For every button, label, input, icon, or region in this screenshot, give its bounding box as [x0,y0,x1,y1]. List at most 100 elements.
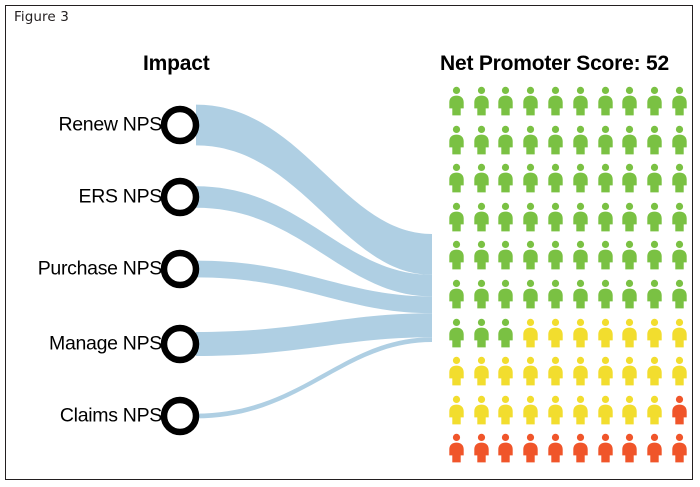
pictogram-promoter-icon [494,202,519,241]
pictogram-promoter-icon [667,125,692,164]
pictogram-promoter-icon [593,86,618,125]
pictogram-promoter-icon [444,125,469,164]
pictogram-promoter-icon [444,202,469,241]
pictogram-passive-icon [543,356,568,395]
pictogram-promoter-icon [518,279,543,318]
pictogram-promoter-icon [618,240,643,279]
pictogram-passive-icon [568,395,593,434]
pictogram-promoter-icon [667,163,692,202]
pictogram-promoter-icon [667,202,692,241]
pictogram-promoter-icon [593,279,618,318]
pictogram-promoter-icon [642,240,667,279]
pictogram-passive-icon [494,356,519,395]
pictogram-promoter-icon [618,163,643,202]
pictogram-promoter-icon [518,125,543,164]
sankey-flow-ers-nps[interactable] [196,186,432,297]
pictogram-passive-icon [518,318,543,357]
pictogram-promoter-icon [518,163,543,202]
pictogram-detractor-icon [543,433,568,472]
impact-heading: Impact [143,52,210,75]
pictogram-promoter-icon [593,240,618,279]
pictogram-promoter-icon [568,125,593,164]
sankey-flow-group [196,104,432,419]
pictogram-detractor-icon [469,433,494,472]
pictogram-promoter-icon [667,86,692,125]
pictogram-passive-icon [593,356,618,395]
pictogram-promoter-icon [543,202,568,241]
pictogram-promoter-icon [593,125,618,164]
pictogram-promoter-icon [618,86,643,125]
pictogram-promoter-icon [469,279,494,318]
pictogram-promoter-icon [543,163,568,202]
pictogram-detractor-icon [518,433,543,472]
pictogram-passive-icon [642,356,667,395]
pictogram-grid [444,86,692,472]
pictogram-promoter-icon [618,202,643,241]
sankey-node-purchase-nps[interactable] [160,249,200,289]
pictogram-promoter-icon [469,125,494,164]
pictogram-promoter-icon [593,163,618,202]
sankey-flow-purchase-nps[interactable] [196,260,432,314]
pictogram-promoter-icon [543,279,568,318]
pictogram-promoter-icon [593,202,618,241]
pictogram-promoter-icon [494,279,519,318]
pictogram-promoter-icon [642,86,667,125]
pictogram-passive-icon [543,395,568,434]
pictogram-detractor-icon [593,433,618,472]
pictogram-passive-icon [444,395,469,434]
pictogram-passive-icon [469,395,494,434]
pictogram-passive-icon [444,356,469,395]
pictogram-passive-icon [593,395,618,434]
pictogram-promoter-icon [568,163,593,202]
pictogram-passive-icon [618,318,643,357]
pictogram-promoter-icon [469,163,494,202]
pictogram-promoter-icon [518,86,543,125]
pictogram-detractor-icon [642,433,667,472]
pictogram-promoter-icon [618,279,643,318]
pictogram-passive-icon [568,356,593,395]
pictogram-passive-icon [568,318,593,357]
pictogram-promoter-icon [444,279,469,318]
sankey-node-renew-nps[interactable] [160,105,200,145]
pictogram-promoter-icon [444,240,469,279]
node-label-purchase-nps: Purchase NPS [37,257,163,280]
pictogram-promoter-icon [642,279,667,318]
sankey-node-ers-nps[interactable] [160,177,200,217]
sankey-node-claims-nps[interactable] [160,396,200,436]
node-label-claims-nps: Claims NPS [59,404,162,427]
pictogram-promoter-icon [444,86,469,125]
node-label-renew-nps: Renew NPS [58,113,162,136]
pictogram-detractor-icon [667,395,692,434]
pictogram-detractor-icon [494,433,519,472]
pictogram-promoter-icon [518,240,543,279]
pictogram-promoter-icon [568,202,593,241]
sankey-node-manage-nps[interactable] [160,324,200,364]
pictogram-promoter-icon [543,125,568,164]
sankey-node-group [160,105,200,436]
pictogram-passive-icon [642,395,667,434]
pictogram-promoter-icon [469,86,494,125]
net-promoter-score-heading: Net Promoter Score: 52 [440,52,670,75]
pictogram-promoter-icon [642,202,667,241]
pictogram-promoter-icon [568,240,593,279]
pictogram-passive-icon [593,318,618,357]
pictogram-promoter-icon [568,86,593,125]
pictogram-passive-icon [618,356,643,395]
pictogram-detractor-icon [618,433,643,472]
pictogram-passive-icon [618,395,643,434]
sankey-flow-renew-nps[interactable] [196,104,432,275]
pictogram-promoter-icon [494,86,519,125]
pictogram-promoter-icon [667,279,692,318]
pictogram-promoter-icon [469,318,494,357]
pictogram-promoter-icon [543,240,568,279]
pictogram-promoter-icon [642,163,667,202]
pictogram-promoter-icon [518,202,543,241]
figure-caption: Figure 3 [14,9,69,25]
pictogram-passive-icon [642,318,667,357]
pictogram-promoter-icon [494,318,519,357]
pictogram-detractor-icon [667,433,692,472]
sankey-flow-manage-nps[interactable] [196,313,432,356]
pictogram-promoter-icon [494,125,519,164]
